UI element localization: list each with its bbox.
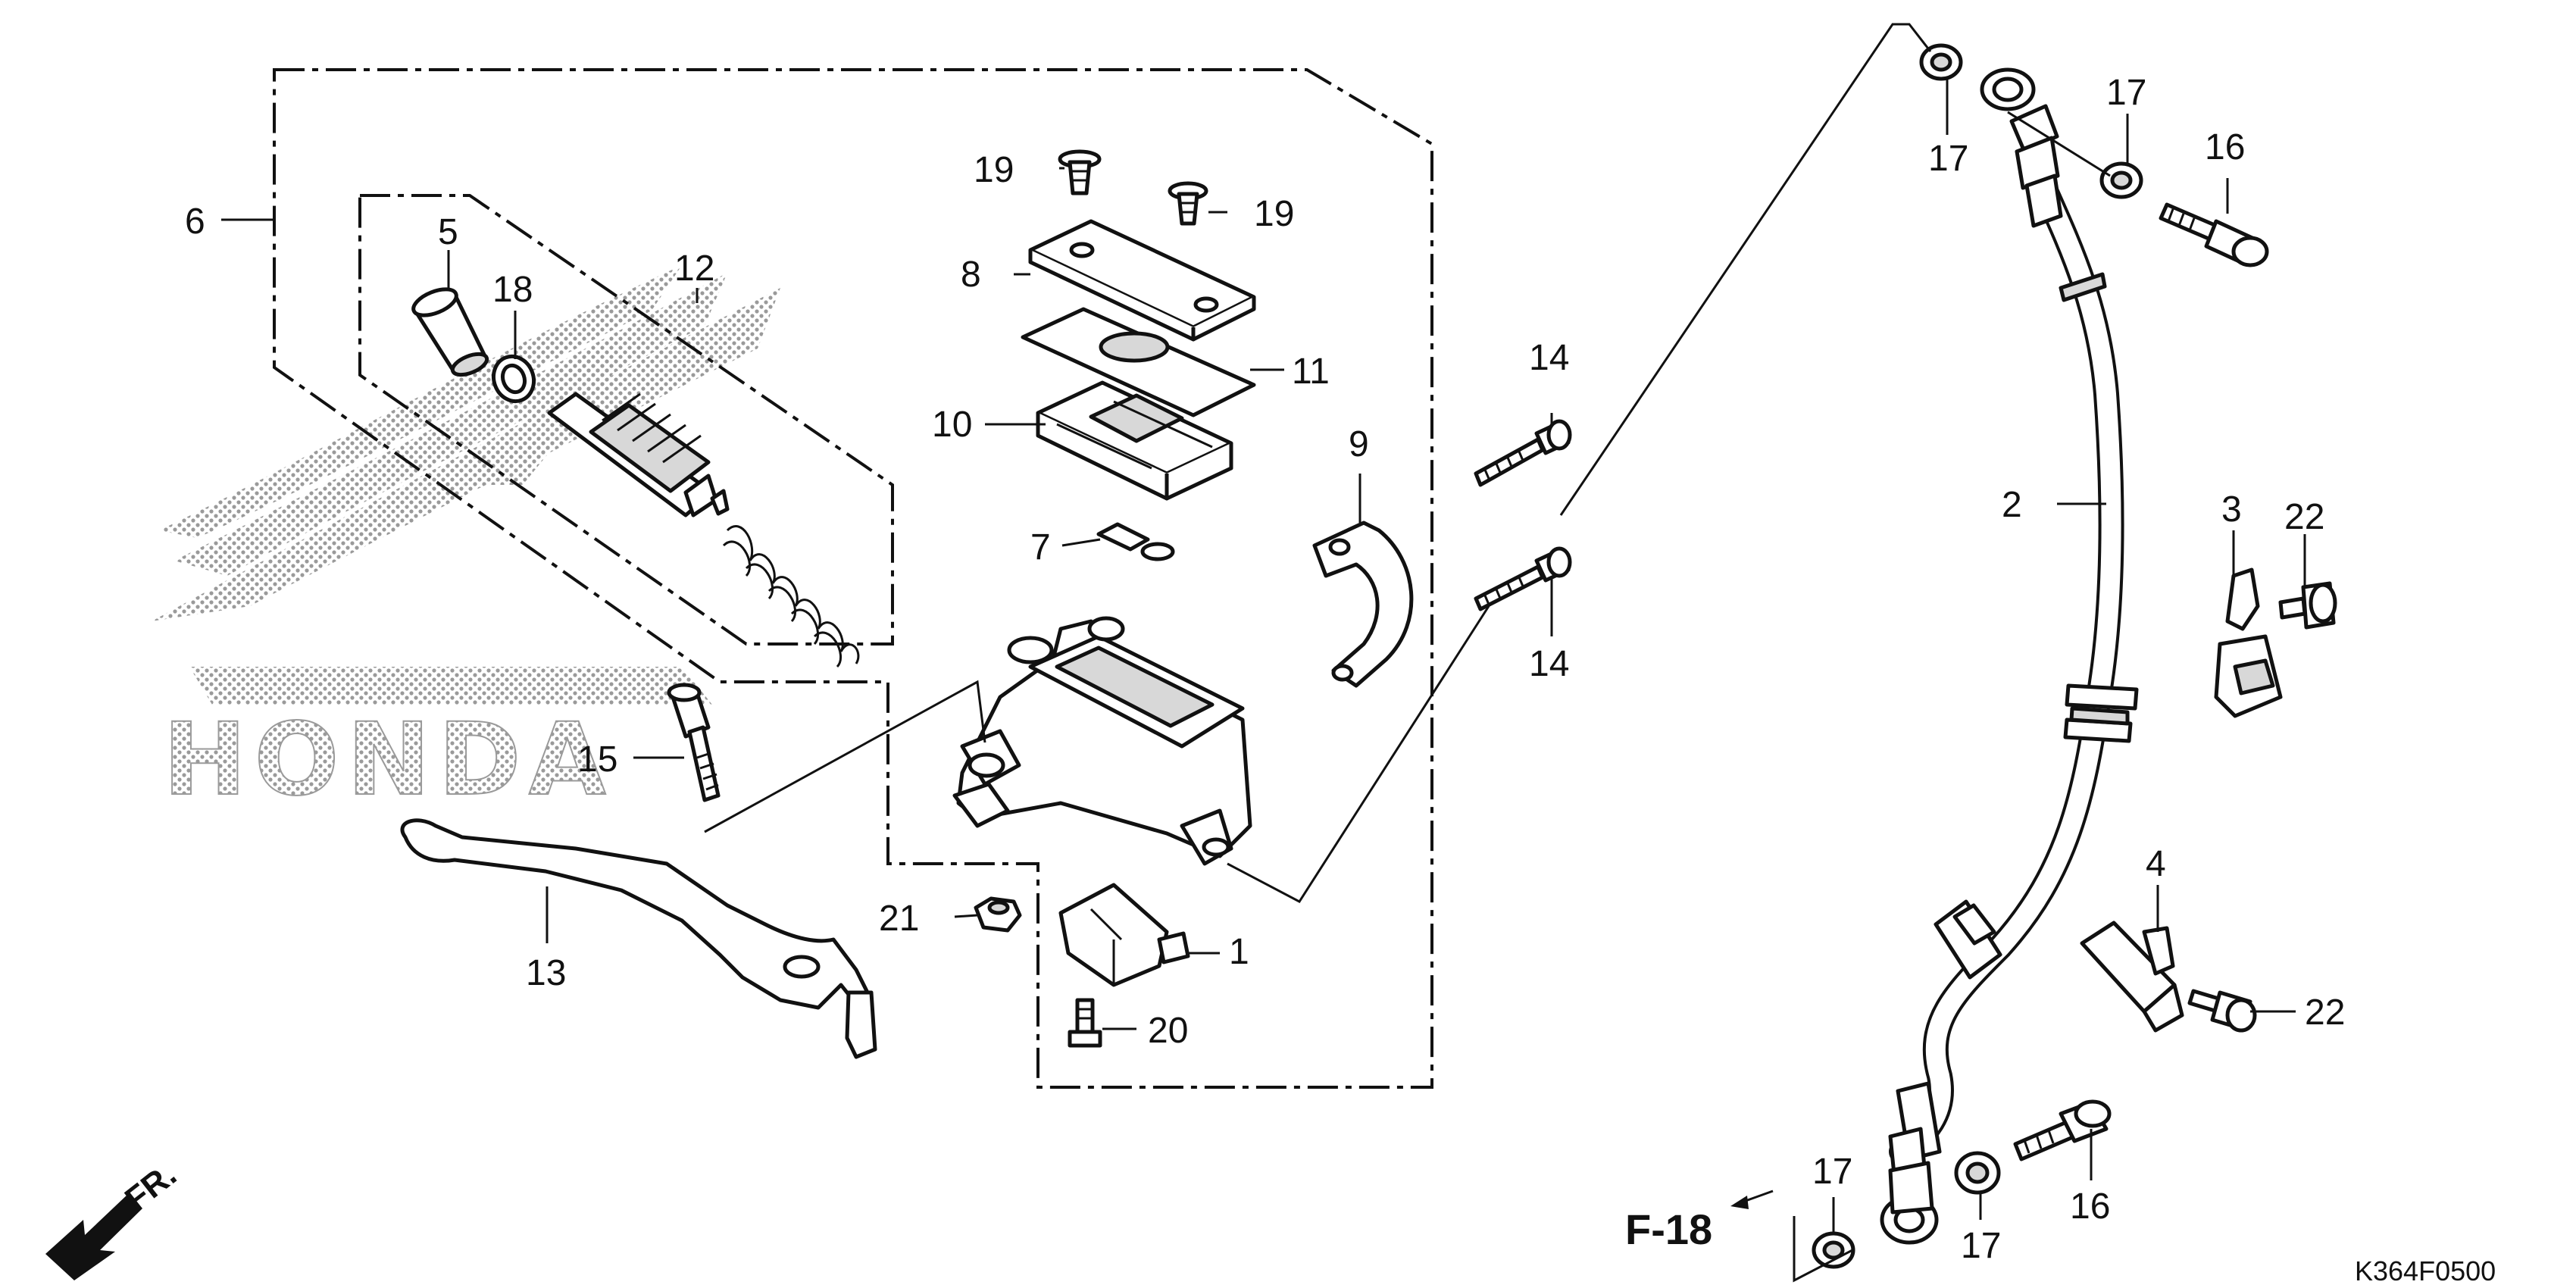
screw-19b-part <box>1168 181 1208 226</box>
hose-clamp-4-part <box>2080 921 2184 1033</box>
callout-8: 8 <box>961 255 981 295</box>
callout-3: 3 <box>2221 489 2242 530</box>
diaphragm-plate-part <box>1021 307 1256 417</box>
brake-switch-part <box>1058 883 1190 987</box>
callout-22a: 22 <box>2284 497 2324 537</box>
washer-17a-part <box>1919 43 1963 81</box>
callout-16b: 16 <box>2070 1186 2110 1227</box>
circlip-part <box>492 354 536 404</box>
reservoir-cap-part <box>1028 219 1256 342</box>
callout-20: 20 <box>1148 1011 1188 1051</box>
holder-part <box>1312 521 1414 688</box>
diaphragm-part <box>1036 380 1233 501</box>
callout-7: 7 <box>1030 527 1051 567</box>
callout-22b: 22 <box>2305 993 2345 1033</box>
callout-16a: 16 <box>2205 127 2245 167</box>
callout-17a: 17 <box>1928 139 1968 179</box>
callout-numbers: 1 2 3 4 5 6 7 8 9 10 11 12 13 14 14 15 1… <box>185 73 2345 1266</box>
callout-18: 18 <box>492 270 533 310</box>
assembly-outline-12 <box>358 194 894 646</box>
screw-20-part <box>1068 998 1102 1048</box>
piston-set-part <box>547 392 860 668</box>
bolt-22b-part <box>2187 989 2257 1033</box>
honda-wing-watermark: HONDA <box>152 265 780 819</box>
callout-9: 9 <box>1349 424 1369 464</box>
callout-5: 5 <box>438 212 458 252</box>
callout-17d: 17 <box>1961 1226 2001 1266</box>
callout-14a: 14 <box>1529 338 1569 378</box>
callout-17c: 17 <box>1812 1152 1852 1192</box>
washer-17c-part <box>1812 1231 1855 1269</box>
honda-watermark-text: HONDA <box>163 702 614 818</box>
figure-code: K364F0500 <box>2355 1255 2496 1286</box>
pivot-bolt-part <box>667 683 721 802</box>
callout-6: 6 <box>185 202 205 242</box>
callout-10: 10 <box>932 405 972 445</box>
bolt-16b-part <box>2013 1099 2112 1161</box>
callout-11: 11 <box>1292 352 1330 392</box>
bolt-14a-part <box>1474 419 1572 487</box>
callout-4: 4 <box>2146 844 2166 884</box>
callout-19a: 19 <box>974 150 1014 190</box>
master-cylinder-body <box>952 616 1252 866</box>
front-arrow-icon <box>45 1193 142 1280</box>
front-direction-indicator: FR. <box>45 1156 183 1280</box>
callout-21: 21 <box>879 899 919 939</box>
callout-14b: 14 <box>1529 644 1569 684</box>
bolt-14b-part <box>1474 546 1572 611</box>
boot-part <box>411 287 489 377</box>
washer-17d-part <box>1954 1151 2001 1195</box>
bolt-16a-part <box>2159 202 2269 267</box>
callout-15: 15 <box>577 739 617 780</box>
page-reference-text: F-18 <box>1625 1205 1712 1253</box>
assembly-outline-6 <box>273 68 1433 1089</box>
page-reference: F-18 <box>1625 1190 1774 1253</box>
washer-17b-part <box>2099 161 2143 199</box>
hose-clamp-3-part <box>2214 567 2283 718</box>
callout-17b: 17 <box>2106 73 2146 113</box>
linkage-line-hose-mid <box>2007 111 2111 177</box>
callout-1: 1 <box>1229 932 1249 972</box>
callout-19b: 19 <box>1254 194 1294 234</box>
linkage-line-hose-bolt <box>1227 605 1490 903</box>
callout-13: 13 <box>526 953 566 993</box>
nut-part <box>974 896 1022 933</box>
float-part <box>1096 522 1175 561</box>
linkage-line-hose-top <box>1559 23 1932 516</box>
screw-19a-part <box>1058 149 1102 195</box>
bolt-22a-part <box>2278 581 2337 630</box>
leader-lines <box>221 80 2306 1233</box>
brake-hose-part <box>1880 67 2139 1245</box>
brake-lever-part <box>400 818 877 1059</box>
callout-12: 12 <box>674 249 714 289</box>
reference-arrowhead-icon <box>1730 1196 1749 1209</box>
callout-2: 2 <box>2002 485 2022 525</box>
linkage-line-bottom <box>1793 1216 1853 1283</box>
linkage-line-lever-pivot <box>704 680 986 833</box>
